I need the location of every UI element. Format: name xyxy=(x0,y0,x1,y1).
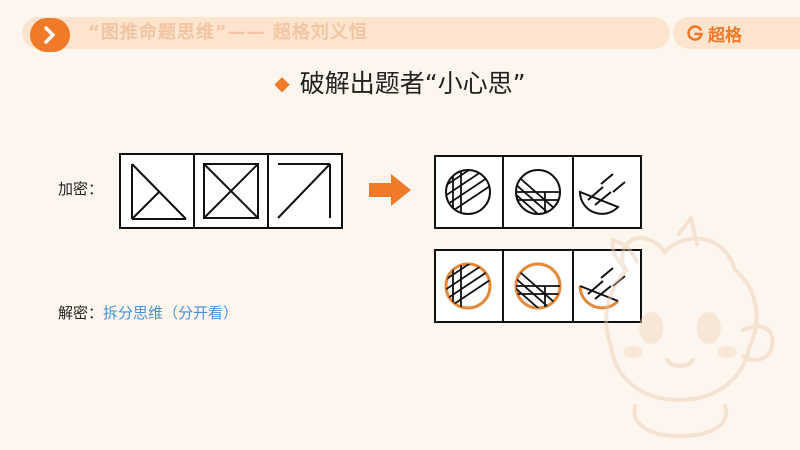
unicorn-mascot-icon xyxy=(604,216,775,438)
next-button[interactable] xyxy=(30,18,70,52)
encrypt-figure-1 xyxy=(131,163,187,220)
encrypt-figure-2 xyxy=(203,163,259,219)
diamond-bullet-icon: ◆ xyxy=(274,71,290,95)
slide-heading: ◆ 破解出题者“小心思” xyxy=(0,64,800,100)
arrow-right-icon xyxy=(369,174,411,206)
header-bar xyxy=(22,17,670,49)
brand-pill xyxy=(673,17,800,49)
encrypt-figure-3 xyxy=(277,163,331,219)
result-sequence-highlighted xyxy=(434,249,642,323)
encrypt-sequence xyxy=(119,153,343,229)
slide-heading-text: 破解出题者“小心思” xyxy=(299,69,526,98)
decrypt-label-row: 解密：拆分思维（分开看） xyxy=(58,302,238,323)
result-figure-3 xyxy=(578,173,626,215)
highlighted-figure-3 xyxy=(578,267,626,310)
decrypt-label: 解密： xyxy=(58,304,104,322)
chevron-right-icon xyxy=(44,26,55,44)
brand-name: 超格 xyxy=(708,25,742,46)
decrypt-method: 拆分思维（分开看） xyxy=(103,304,239,322)
result-sequence xyxy=(434,155,642,229)
encrypt-label: 加密： xyxy=(58,180,104,198)
course-title: “图推命题思维”—— 超格刘义恒 xyxy=(88,22,368,43)
brand-logo: 超格 xyxy=(686,21,742,46)
brand-g-icon xyxy=(687,25,704,41)
